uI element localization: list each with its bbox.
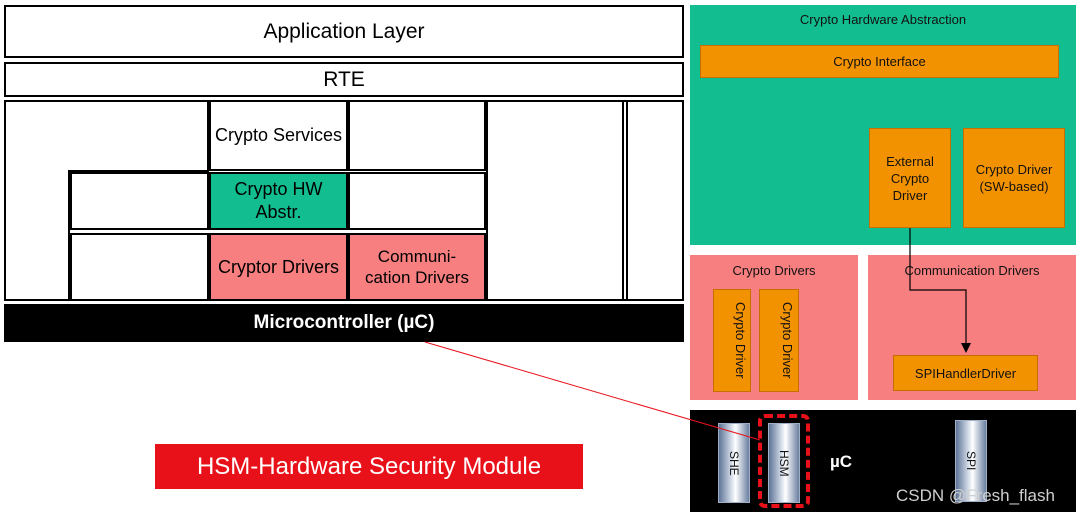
crypto-driver-sw-based: Crypto Driver (SW-based) — [963, 128, 1065, 228]
crypto-driver-1-label: Crypto Driver — [733, 302, 748, 379]
services-slot-5 — [626, 100, 684, 301]
driver-slot-1 — [70, 233, 209, 301]
communication-drivers-title: Communication Drivers — [904, 263, 1040, 278]
communication-drivers: Communi-cation Drivers — [348, 233, 486, 301]
external-to-spi-connector — [909, 228, 967, 350]
she-chip: SHE — [718, 423, 750, 503]
abstraction-slot-3 — [348, 172, 486, 230]
hsm-label: HSM-Hardware Security Module — [155, 444, 583, 489]
watermark: CSDN @Fresh_flash — [896, 486, 1055, 505]
uc-bar — [690, 410, 1076, 512]
cryptor-drivers: Cryptor Drivers — [209, 233, 348, 301]
spi-chip: SPI — [955, 420, 987, 502]
spi-handler-driver: SPIHandlerDriver — [893, 355, 1038, 391]
crypto-interface: Crypto Interface — [700, 45, 1059, 78]
crypto-driver-2-label: Crypto Driver — [780, 302, 795, 379]
abstraction-slot-1 — [70, 172, 209, 230]
application-layer: Application Layer — [4, 5, 684, 58]
external-crypto-driver: External Crypto Driver — [869, 128, 951, 228]
spi-label: SPI — [964, 451, 978, 471]
crypto-driver-1: Crypto Driver — [713, 289, 751, 392]
hsm-highlight — [758, 414, 810, 508]
hsm-chip-label: HSM — [777, 449, 791, 477]
rte-layer: RTE — [4, 62, 684, 97]
she-label: SHE — [727, 450, 741, 476]
hsm-chip: HSM — [768, 423, 800, 503]
uc-label: µC — [830, 452, 853, 471]
external-to-spi-arrowhead — [961, 343, 971, 353]
crypto-services: Crypto Services — [209, 100, 348, 171]
crypto-drivers-title: Crypto Drivers — [732, 263, 816, 278]
hsm-pointer-line — [424, 341, 761, 441]
services-slot-3 — [348, 100, 486, 171]
crypto-hw-abstraction-title: Crypto Hardware Abstraction — [799, 12, 967, 27]
crypto-driver-2: Crypto Driver — [759, 289, 799, 392]
microcontroller-bar: Microcontroller (µC) — [4, 304, 684, 342]
services-slot-4 — [486, 100, 624, 301]
crypto-hw-abstraction: Crypto HW Abstr. — [209, 172, 348, 230]
